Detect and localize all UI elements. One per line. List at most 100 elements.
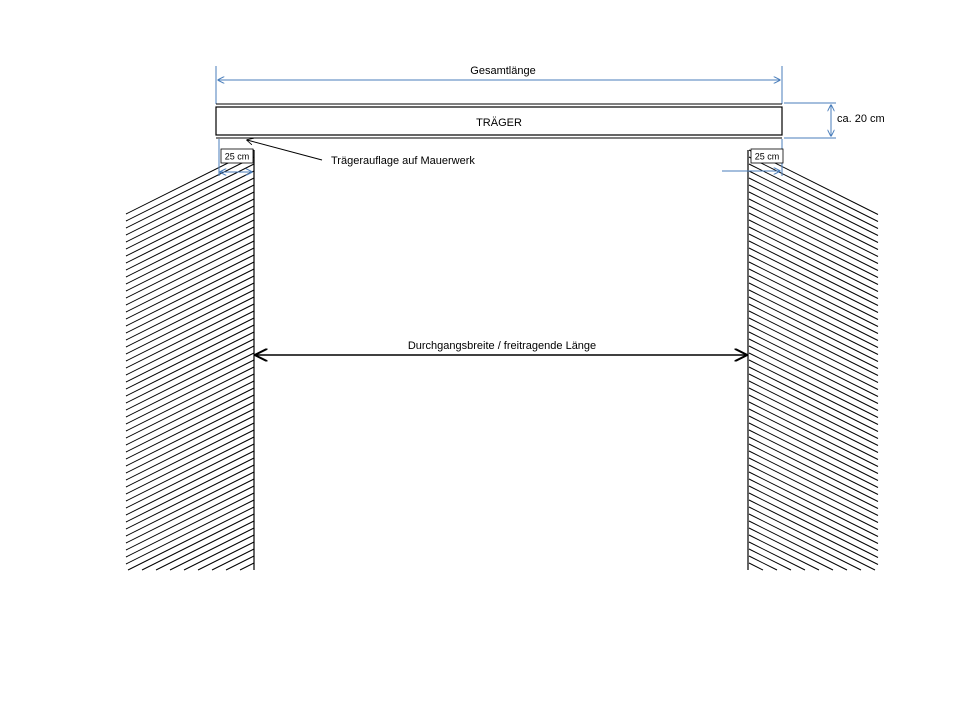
hatch-line <box>125 450 255 516</box>
hatch-line <box>748 499 879 565</box>
hatch-line <box>748 478 879 544</box>
support-annotation: Trägerauflage auf Mauerwerk <box>247 140 475 167</box>
hatch-line <box>125 457 255 523</box>
hatch-line <box>125 387 255 453</box>
hatch-line <box>125 289 255 355</box>
hatch-line <box>748 534 820 571</box>
hatch-line <box>748 387 879 453</box>
hatch-line <box>125 408 255 474</box>
hatch-line <box>183 534 255 571</box>
hatch-line <box>125 275 255 341</box>
hatch-line <box>748 163 879 229</box>
hatch-line <box>125 401 255 467</box>
hatch-line <box>125 191 255 257</box>
hatch-line <box>125 422 255 488</box>
hatch-line <box>748 562 764 571</box>
hatch-line <box>748 436 879 502</box>
hatch-line <box>748 254 879 320</box>
hatch-line <box>748 233 879 299</box>
total-length-dimension: Gesamtlänge <box>215 65 783 104</box>
hatch-line <box>748 359 879 425</box>
hatch-line <box>748 282 879 348</box>
hatch-line <box>125 317 255 383</box>
hatch-line <box>125 352 255 418</box>
hatch-line <box>748 289 879 355</box>
hatch-line <box>125 359 255 425</box>
hatch-line <box>169 527 255 571</box>
hatch-line <box>125 198 255 264</box>
hatch-line <box>748 170 879 236</box>
hatch-line <box>239 562 255 571</box>
hatch-line <box>748 548 792 571</box>
hatch-line <box>125 205 255 271</box>
hatch-line <box>125 170 255 236</box>
beam-label: TRÄGER <box>476 117 522 129</box>
hatch-line <box>748 527 834 571</box>
hatch-line <box>125 247 255 313</box>
hatch-line <box>125 296 255 362</box>
left-wall-hatch <box>125 149 255 571</box>
hatch-line <box>125 380 255 446</box>
hatch-line <box>748 219 879 285</box>
hatch-line <box>125 212 255 278</box>
hatch-line <box>125 282 255 348</box>
hatch-line <box>748 485 879 551</box>
hatch-line <box>125 240 255 306</box>
hatch-line <box>125 163 255 229</box>
hatch-line <box>748 247 879 313</box>
hatch-line <box>125 485 255 551</box>
hatch-line <box>125 261 255 327</box>
hatch-line <box>125 156 255 222</box>
hatch-line <box>125 324 255 390</box>
hatch-line <box>748 401 879 467</box>
hatch-line <box>125 443 255 509</box>
support-annotation-leader <box>247 140 323 161</box>
hatch-line <box>125 429 255 495</box>
hatch-line <box>748 352 879 418</box>
hatch-line <box>125 177 255 243</box>
hatch-line <box>748 345 879 411</box>
hatch-line <box>125 471 255 537</box>
hatch-line <box>748 429 879 495</box>
hatch-line <box>125 219 255 285</box>
support-right-box <box>750 148 784 164</box>
right-wall <box>747 149 879 571</box>
height-dimension: ca. 20 cm <box>784 102 885 139</box>
hatch-line <box>748 464 879 530</box>
hatch-line <box>748 310 879 376</box>
hatch-line <box>748 324 879 390</box>
hatch-line <box>125 303 255 369</box>
hatch-line <box>748 513 862 571</box>
clear-span-dimension: Durchgangsbreite / freitragende Länge <box>256 340 746 355</box>
hatch-line <box>748 331 879 397</box>
hatch-line <box>125 478 255 544</box>
hatch-line <box>748 212 879 278</box>
hatch-line <box>125 268 255 334</box>
hatch-line <box>748 394 879 460</box>
hatch-line <box>748 471 879 537</box>
beam: TRÄGER <box>215 103 783 139</box>
hatch-line <box>748 541 806 571</box>
hatch-line <box>125 254 255 320</box>
hatch-line <box>125 331 255 397</box>
hatch-line <box>748 555 778 571</box>
hatch-line <box>748 240 879 306</box>
support-annotation-label: Trägerauflage auf Mauerwerk <box>331 155 475 167</box>
hatch-line <box>141 513 255 571</box>
hatch-line <box>197 541 255 571</box>
hatch-line <box>748 296 879 362</box>
support-left-box <box>220 148 254 164</box>
hatch-line <box>125 310 255 376</box>
hatch-line <box>125 184 255 250</box>
hatch-line <box>748 408 879 474</box>
hatch-line <box>155 520 255 571</box>
hatch-line <box>748 422 879 488</box>
support-right-dimension: 25 cm <box>722 139 784 176</box>
support-left-label: 25 cm <box>225 152 250 162</box>
hatch-line <box>748 380 879 446</box>
hatch-line <box>748 198 879 264</box>
hatch-line <box>125 492 255 558</box>
hatch-line <box>748 520 848 571</box>
hatch-line <box>748 226 879 292</box>
